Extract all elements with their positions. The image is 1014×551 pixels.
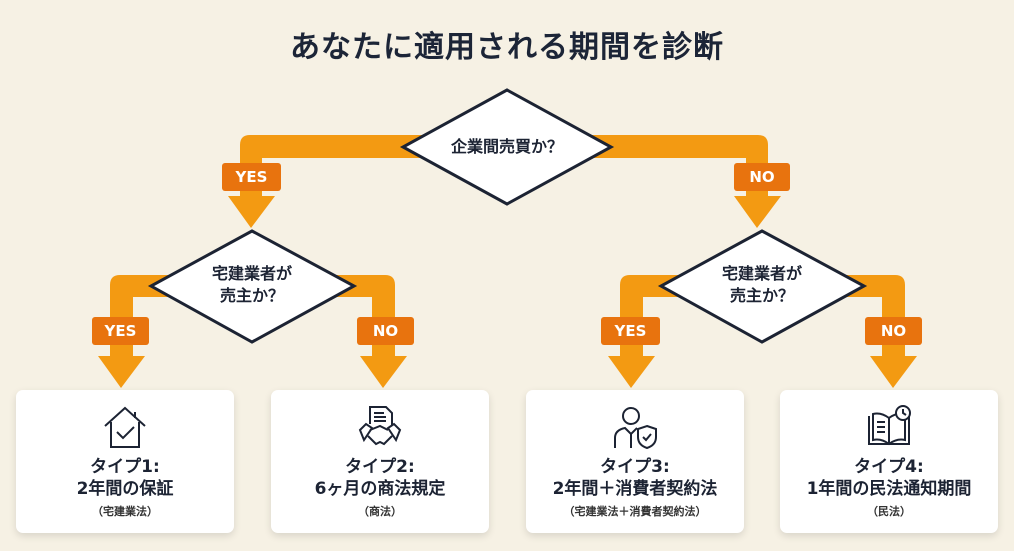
arrow-right-no: [870, 356, 917, 388]
left-question: 宅建業者が 売主か？: [172, 263, 332, 307]
right-question: 宅建業者が 売主か？: [682, 263, 842, 307]
result-type: タイプ1:: [90, 457, 160, 477]
decision-diamond-right: [657, 229, 868, 344]
question-line: 売主か？: [729, 286, 794, 305]
result-type: タイプ4:: [854, 457, 924, 477]
person-shield-icon: [614, 407, 657, 450]
yes-label: YES: [92, 317, 149, 345]
result-law: （民法）: [867, 505, 911, 518]
result-law: （商法）: [358, 505, 402, 518]
result-law: （宅建業法＋消費者契約法）: [563, 505, 707, 518]
root-question: 企業間売買か？: [450, 137, 563, 156]
question-line: 宅建業者が: [721, 264, 802, 283]
no-label: NO: [734, 163, 790, 191]
result-card-type3: タイプ3: 2年間＋消費者契約法 （宅建業法＋消費者契約法）: [526, 390, 744, 533]
page-title: あなたに適用される期間を診断: [290, 30, 724, 65]
result-period: 6ヶ月の商法規定: [314, 479, 446, 499]
house-check-icon: [104, 406, 146, 448]
yes-label: YES: [601, 317, 660, 345]
decision-diamond-left: [147, 229, 358, 344]
arrow-root-no: [734, 196, 781, 228]
result-law: （宅建業法）: [92, 505, 158, 518]
question-line: 宅建業者が: [211, 264, 292, 283]
result-type: タイプ3:: [600, 457, 670, 477]
decision-diamond-root: [399, 88, 615, 206]
contract-handshake-icon: [358, 406, 402, 446]
question-line: 売主か？: [219, 286, 284, 305]
result-period: 1年間の民法通知期間: [806, 479, 972, 499]
arrow-left-no: [360, 356, 407, 388]
result-card-type2: タイプ2: 6ヶ月の商法規定 （商法）: [271, 390, 489, 533]
result-period: 2年間＋消費者契約法: [552, 479, 718, 499]
result-period: 2年間の保証: [76, 479, 174, 499]
arrow-left-yes: [98, 356, 145, 388]
result-card-type4: タイプ4: 1年間の民法通知期間 （民法）: [780, 390, 998, 533]
arrow-right-yes: [608, 356, 655, 388]
result-card-type1: タイプ1: 2年間の保証 （宅建業法）: [16, 390, 234, 533]
no-label: NO: [357, 317, 414, 345]
result-type: タイプ2:: [345, 457, 415, 477]
book-clock-icon: [868, 405, 911, 446]
arrow-root-yes: [228, 196, 275, 228]
no-label: NO: [865, 317, 922, 345]
yes-label: YES: [222, 163, 281, 191]
